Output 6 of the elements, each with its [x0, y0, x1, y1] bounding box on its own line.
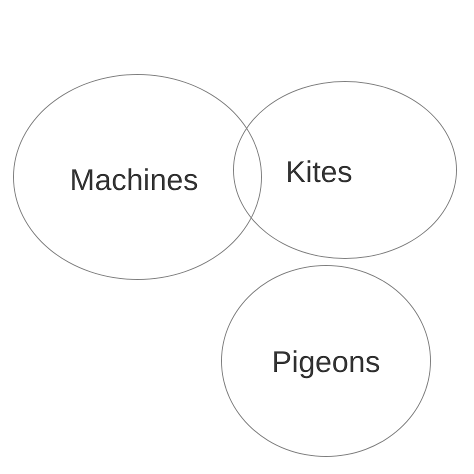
set-label: Kites [286, 158, 352, 188]
set-label: Machines [70, 166, 198, 196]
set-label: Pigeons [272, 348, 380, 378]
set-ellipse [221, 265, 431, 457]
set-ellipse [233, 81, 457, 259]
set-ellipse [13, 74, 262, 280]
